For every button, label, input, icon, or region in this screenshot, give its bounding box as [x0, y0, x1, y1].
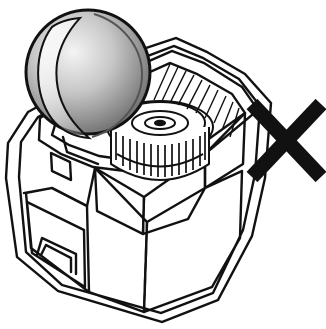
prohibited-cross-icon — [252, 104, 321, 177]
